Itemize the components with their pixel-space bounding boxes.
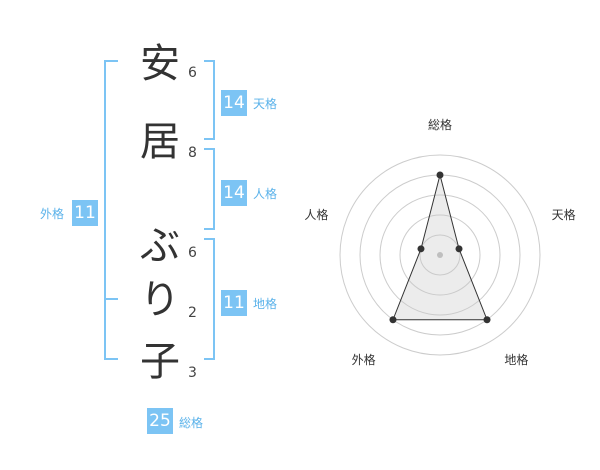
tenkaku-bracket [204,60,215,140]
radar-axis-label-4: 外格 [352,352,376,367]
stroke-count-1: 6 [188,65,197,81]
radar-point-5 [417,245,425,253]
gaikaku-badge: 11 [72,200,98,226]
name-char-3: ぶ [140,223,180,269]
chikaku-bracket [204,238,215,360]
soukaku-label: 総格 [179,416,204,430]
chikaku-badge: 11 [221,290,247,316]
stroke-count-5: 3 [188,365,197,381]
radar-ring-1 [419,234,461,276]
radar-axis-label-5: 人格 [304,207,328,222]
stroke-count-3: 6 [188,245,197,261]
stroke-count-4: 2 [188,305,197,321]
tenkaku-badge: 14 [221,90,247,116]
stroke-count-2: 8 [188,145,197,161]
jinkaku-badge: 14 [221,180,247,206]
tenkaku-label: 天格 [253,97,278,111]
jinkaku-label: 人格 [253,187,278,201]
radar-ring-2 [399,214,481,296]
name-char-5: 子 [140,339,180,385]
radar-ring-3 [379,194,501,316]
name-char-2: 居 [140,119,180,165]
chikaku-label: 地格 [253,297,278,311]
gaikaku-bracket [104,60,118,360]
gaikaku-label: 外格 [40,207,65,221]
radar-axis-label-1: 総格 [428,117,452,132]
radar-point-2 [455,245,463,253]
radar-point-4 [389,316,397,324]
radar-ring-5 [339,154,541,356]
radar-axis-label-3: 地格 [504,352,528,367]
name-char-1: 安 [140,41,180,87]
radar-point-1 [436,171,444,179]
gaikaku-bracket-tick [104,298,118,300]
jinkaku-bracket [204,148,215,230]
radar-data-polygon [392,174,488,321]
radar-center-dot [437,252,443,258]
name-char-4: り [140,277,180,323]
radar-point-3 [483,316,491,324]
radar-axis-label-2: 天格 [552,207,576,222]
soukaku-badge: 25 [147,408,173,434]
